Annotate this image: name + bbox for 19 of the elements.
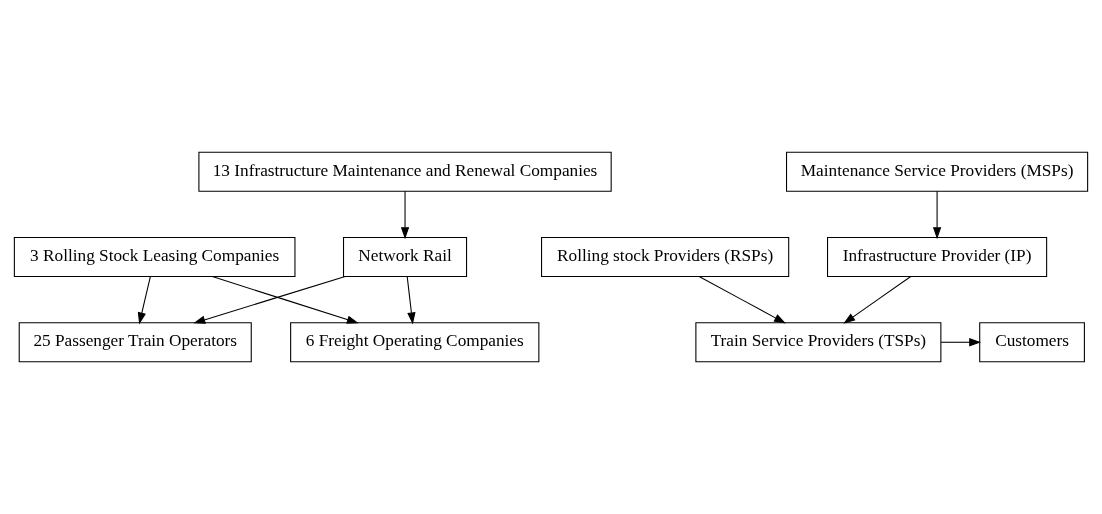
node-box: 25 Passenger Train Operators — [18, 322, 252, 363]
node-box: 3 Rolling Stock Leasing Companies — [13, 237, 296, 277]
arrow — [193, 275, 346, 324]
node-box: 13 Infrastructure Maintenance and Renewal Companies — [198, 151, 612, 192]
node-box: Rolling stock Providers (RSPs) — [541, 237, 790, 277]
arrow — [137, 275, 151, 325]
arrow — [940, 338, 982, 347]
arrow — [932, 190, 942, 240]
arrow — [211, 275, 359, 324]
arrow — [406, 275, 416, 325]
node-box: Train Service Providers (TSPs) — [695, 322, 942, 363]
node-box: Maintenance Service Providers (MSPs) — [786, 151, 1089, 192]
node-box: Network Rail — [342, 237, 468, 277]
arrow — [843, 275, 912, 324]
node-box: Customers — [979, 322, 1085, 363]
node-box: Infrastructure Provider (IP) — [827, 237, 1048, 277]
arrow — [698, 275, 786, 324]
node-box: 6 Freight Operating Companies — [290, 322, 540, 363]
arrow — [400, 190, 410, 240]
